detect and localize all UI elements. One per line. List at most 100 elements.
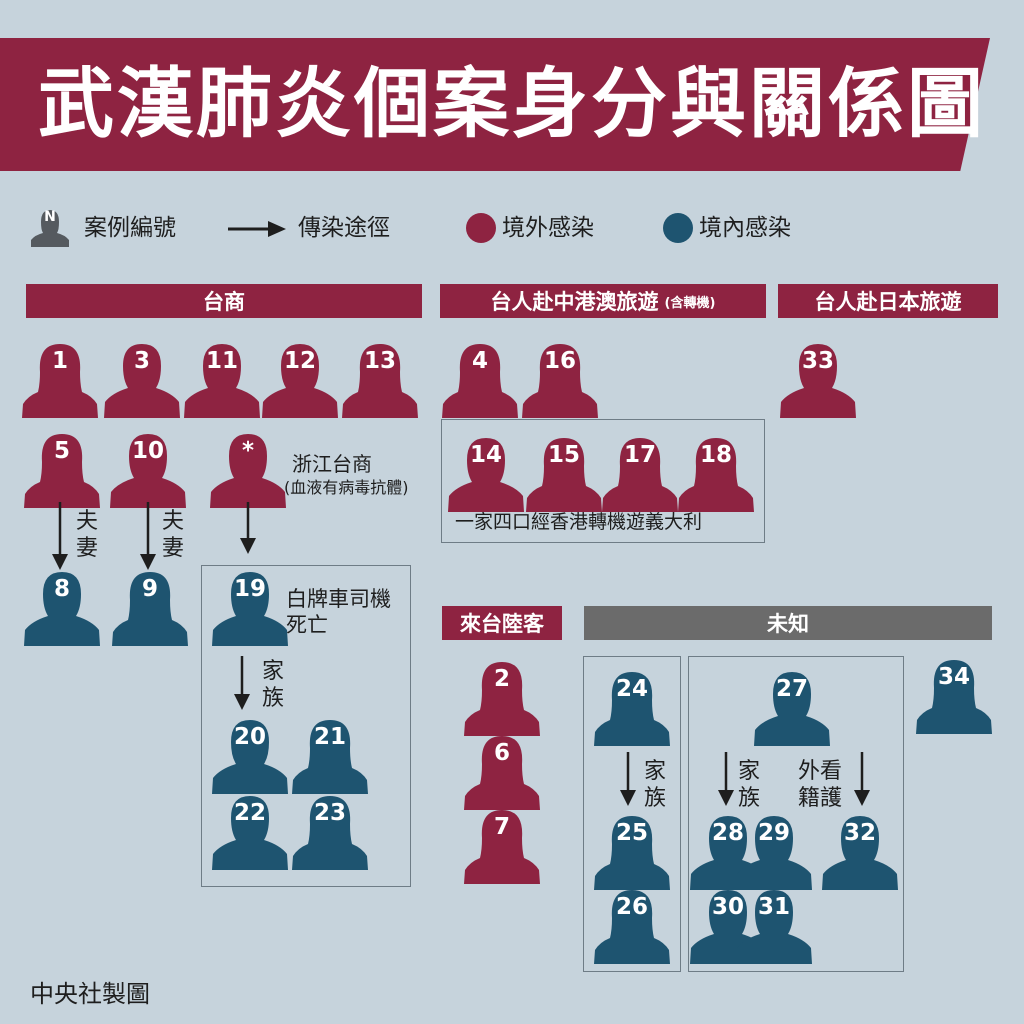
arrow-10-to-9	[138, 502, 158, 572]
case-number-c15: 15	[547, 442, 580, 468]
case-number-c27: 27	[775, 676, 808, 702]
group-china-tour-label: 台人赴中港澳旅遊	[490, 290, 659, 314]
case-number-c10: 10	[131, 438, 164, 464]
person-icon	[342, 344, 418, 418]
person-icon	[448, 438, 524, 512]
case-number-c29: 29	[757, 820, 790, 846]
person-icon	[442, 344, 518, 418]
person-icon	[184, 344, 260, 418]
case-number-c1: 1	[51, 348, 68, 374]
driver-note-line1: 白牌車司機	[286, 587, 391, 611]
unknown-cluster-a-box	[583, 656, 681, 972]
case-number-c16: 16	[543, 348, 576, 374]
unknown-cluster-b-box	[688, 656, 904, 972]
group-unknown-label: 未知	[767, 612, 809, 636]
zhejiang-note-line1: 浙江台商	[292, 452, 372, 476]
case-number-c3: 3	[133, 348, 150, 374]
case-number-c_star: *	[241, 438, 255, 464]
case-figure-c3: 3	[102, 338, 182, 418]
group-taiwan-business: 台商	[26, 284, 422, 318]
person-icon	[212, 796, 288, 870]
arrow-27-to-28	[716, 752, 736, 808]
spouse-label-5-8: 夫 妻	[76, 509, 99, 561]
group-taiwan-business-label: 台商	[203, 290, 245, 314]
case-figure-c18: 18	[676, 432, 756, 512]
family-of-four-note: 一家四口經香港轉機遊義大利	[455, 511, 703, 533]
case-figure-c26: 26	[592, 884, 672, 964]
case-number-c11: 11	[205, 348, 238, 374]
case-figure-c31: 31	[734, 884, 814, 964]
case-figure-c20: 20	[210, 714, 290, 794]
person-icon	[464, 662, 540, 736]
person-icon	[916, 660, 992, 734]
legend-arrow-icon	[228, 219, 288, 243]
case-figure-c4: 4	[440, 338, 520, 418]
case-figure-c2: 2	[462, 656, 542, 736]
person-icon	[110, 434, 186, 508]
case-figure-c25: 25	[592, 810, 672, 890]
case-number-c26: 26	[615, 894, 648, 920]
case-number-c9: 9	[141, 576, 158, 602]
group-japan-tour-label: 台人赴日本旅遊	[814, 290, 962, 314]
person-icon	[464, 736, 540, 810]
person-icon	[104, 344, 180, 418]
arrow-star-to-19	[238, 502, 258, 556]
case-figure-c9: 9	[110, 566, 190, 646]
spouse-label-10-9: 夫 妻	[162, 509, 185, 561]
person-icon	[822, 816, 898, 890]
legend-imported-dot	[466, 213, 496, 243]
case-number-c12: 12	[283, 348, 316, 374]
case-number-c24: 24	[615, 676, 648, 702]
case-figure-c6: 6	[462, 730, 542, 810]
family-label-19: 家 族	[262, 659, 285, 711]
person-icon	[526, 438, 602, 512]
case-number-c6: 6	[493, 740, 510, 766]
person-icon	[522, 344, 598, 418]
case-number-c20: 20	[233, 724, 266, 750]
case-figure-c14: 14	[446, 432, 526, 512]
legend: N 案例編號 傳染途徑 境外感染 境內感染	[28, 205, 828, 250]
case-figure-c23: 23	[290, 790, 370, 870]
person-icon	[736, 816, 812, 890]
group-china-tour-note: (含轉機)	[664, 295, 716, 311]
case-number-c21: 21	[313, 724, 346, 750]
legend-imported: 境外感染	[502, 215, 594, 241]
case-figure-c8: 8	[22, 566, 102, 646]
legend-local-dot	[663, 213, 693, 243]
case-figure-c24: 24	[592, 666, 672, 746]
person-icon	[24, 434, 100, 508]
case-figure-c22: 22	[210, 790, 290, 870]
case-number-c13: 13	[363, 348, 396, 374]
person-icon	[594, 890, 670, 964]
legend-case-number: 案例編號	[84, 215, 176, 241]
person-icon	[594, 672, 670, 746]
case-figure-c7: 7	[462, 804, 542, 884]
legend-case-letter: N	[44, 209, 56, 225]
family-label-24: 家 族	[644, 759, 667, 811]
case-figure-c16: 16	[520, 338, 600, 418]
person-icon	[210, 434, 286, 508]
legend-person-icon: N	[28, 207, 72, 247]
case-figure-c15: 15	[524, 432, 604, 512]
family-of-four-box	[441, 419, 765, 543]
case-number-c34: 34	[937, 664, 970, 690]
group-unknown: 未知	[584, 606, 992, 640]
person-icon	[754, 672, 830, 746]
case-figure-c27: 27	[752, 666, 832, 746]
person-icon	[212, 720, 288, 794]
legend-local: 境內感染	[699, 215, 791, 241]
group-chinese-visitors-label: 來台陸客	[460, 612, 544, 636]
page-title: 武漢肺炎個案身分與關係圖	[38, 59, 986, 148]
case-figure-c_star: *	[208, 428, 288, 508]
group-japan-tour: 台人赴日本旅遊	[778, 284, 998, 318]
case-number-c8: 8	[53, 576, 70, 602]
person-icon	[736, 890, 812, 964]
case-figure-c12: 12	[260, 338, 340, 418]
zhejiang-note-line2: (血液有病毒抗體)	[284, 478, 409, 497]
case-figure-c11: 11	[182, 338, 262, 418]
case-number-c19: 19	[233, 576, 266, 602]
person-icon	[292, 796, 368, 870]
case-figure-c19: 19	[210, 566, 290, 646]
case-number-c23: 23	[313, 800, 346, 826]
arrow-5-to-8	[50, 502, 70, 572]
